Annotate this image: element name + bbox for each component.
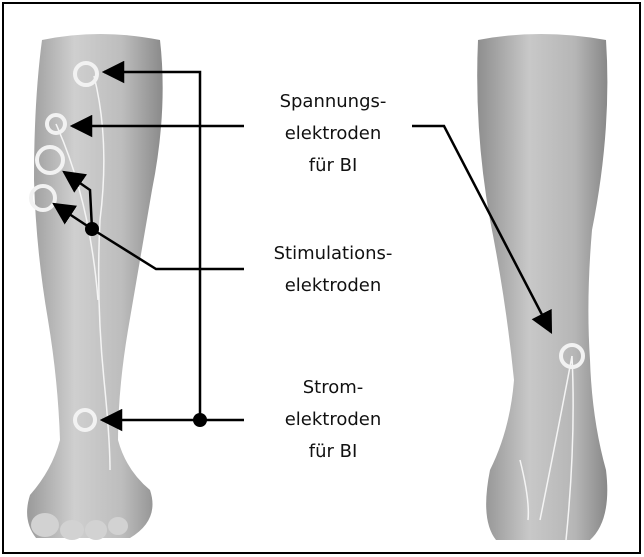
label-current-line2: elektroden xyxy=(258,404,408,436)
label-voltage-line2: elektroden xyxy=(258,118,408,150)
label-current-electrodes: Strom- elektroden für BI xyxy=(258,372,408,468)
label-voltage-line3: für BI xyxy=(258,150,408,182)
junction-dot-current xyxy=(193,413,207,427)
junction-dot-stimulation xyxy=(85,222,99,236)
label-current-line1: Strom- xyxy=(258,372,408,404)
label-stimulation-line1: Stimulations- xyxy=(258,238,408,270)
label-voltage-line1: Spannungs- xyxy=(258,86,408,118)
label-stimulation-line2: elektroden xyxy=(258,270,408,302)
label-stimulation-electrodes: Stimulations- elektroden xyxy=(258,238,408,302)
label-current-line3: für BI xyxy=(258,436,408,468)
label-voltage-electrodes: Spannungs- elektroden für BI xyxy=(258,86,408,182)
